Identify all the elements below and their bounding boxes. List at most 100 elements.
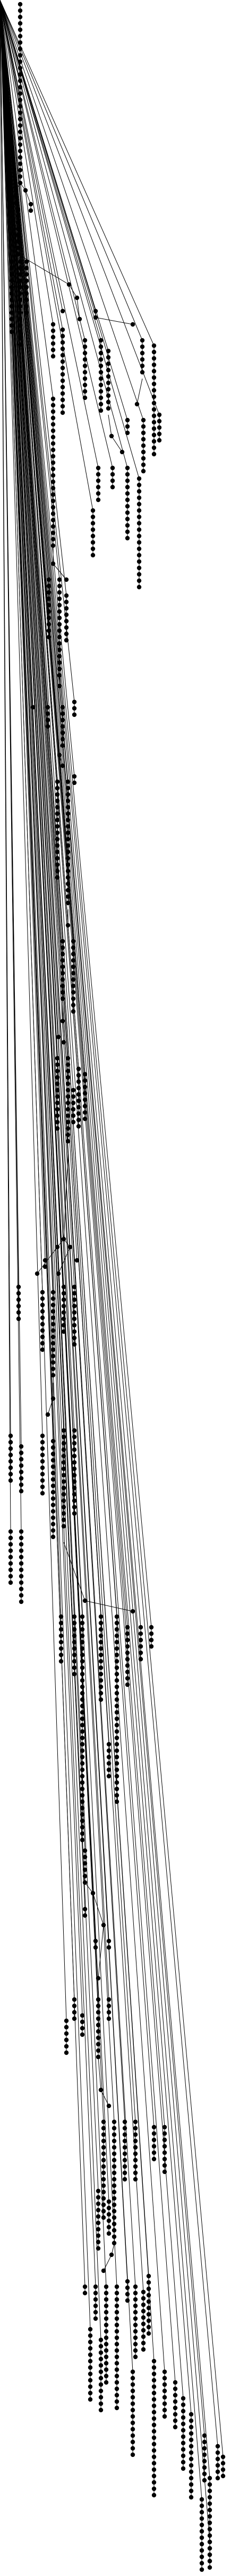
tree-edge (0, 0, 155, 2362)
tree-node (80, 2032, 85, 2037)
tree-node (40, 1471, 45, 1477)
tree-edge (0, 0, 136, 2122)
tree-node (50, 447, 56, 453)
tree-node (106, 393, 111, 398)
tree-node (141, 2315, 146, 2320)
tree-node (162, 2169, 167, 2174)
tree-node (114, 1722, 119, 1728)
tree-node (151, 343, 157, 348)
tree-edge (0, 0, 210, 2542)
tree-node (202, 2433, 207, 2438)
tree-node (50, 1515, 56, 1520)
tree-node (130, 2388, 135, 2394)
tree-node (65, 811, 71, 816)
tree-node (60, 743, 65, 748)
tree-node (50, 347, 56, 353)
tree-node (60, 327, 65, 332)
tree-node (72, 2003, 77, 2009)
tree-node (125, 1625, 130, 1630)
tree-node (96, 2239, 101, 2245)
tree-node (136, 501, 142, 507)
tree-node (55, 1068, 60, 1074)
tree-node (96, 2029, 101, 2034)
tree-node (125, 1657, 130, 1662)
tree-node (8, 1548, 13, 1553)
tree-node (125, 2298, 130, 2303)
tree-node (19, 1444, 24, 1449)
tree-node (80, 1659, 85, 1664)
tree-node (80, 1640, 85, 1645)
tree-node (80, 1786, 85, 1792)
tree-node (114, 1627, 119, 1632)
tree-node (151, 375, 157, 380)
tree-edge (0, 0, 83, 2016)
tree-node (202, 2478, 207, 2483)
tree-node (181, 2460, 186, 2465)
tree-node (93, 2284, 98, 2289)
tree-node (101, 1922, 106, 1928)
tree-node (114, 2367, 119, 2372)
tree-node (130, 2376, 135, 2381)
tree-node (72, 1453, 77, 1459)
tree-node (80, 1805, 85, 1811)
tree-node (18, 2, 23, 7)
tree-node (61, 1323, 66, 1328)
tree-node (93, 2290, 98, 2296)
tree-node (9, 329, 14, 334)
tree-node (151, 2493, 157, 2498)
tree-node (141, 449, 146, 455)
tree-node (80, 1627, 85, 1632)
tree-node (114, 1786, 119, 1792)
tree-node (72, 1284, 77, 1290)
tree-node (40, 1302, 45, 1308)
tree-node (60, 964, 65, 969)
tree-node (98, 350, 104, 356)
tree-node (50, 1477, 56, 1482)
tree-node (50, 511, 56, 516)
tree-node (136, 540, 142, 545)
tree-node (16, 1291, 21, 1296)
tree-edge (0, 0, 140, 479)
tree-node (106, 387, 111, 392)
tree-node (61, 1236, 66, 1242)
tree-node (189, 2437, 194, 2443)
tree-node (42, 1264, 48, 1269)
tree-node (82, 2290, 88, 2296)
tree-node (141, 2321, 146, 2327)
tree-node (146, 2331, 151, 2336)
tree-node (101, 2177, 106, 2182)
tree-node (162, 2137, 167, 2143)
tree-node (125, 1669, 130, 1675)
tree-node (189, 2431, 194, 2436)
tree-node (88, 2390, 93, 2396)
tree-node (130, 2427, 135, 2432)
tree-node (90, 1891, 96, 1896)
tree-node (151, 2371, 157, 2377)
tree-node (80, 2026, 85, 2031)
tree-node (199, 2561, 204, 2566)
tree-node (24, 278, 29, 283)
tree-node (50, 403, 56, 408)
tree-node (55, 862, 60, 867)
tree-node (19, 1593, 24, 1598)
tree-node (72, 1303, 77, 1309)
tree-node (114, 2373, 119, 2379)
tree-node (151, 2390, 157, 2396)
tree-node (82, 370, 88, 375)
tree-node (72, 1342, 77, 1347)
tree-node (19, 1450, 24, 1456)
tree-node (110, 478, 115, 483)
tree-edge (0, 0, 101, 2340)
tree-node (55, 1088, 60, 1093)
tree-node (65, 1100, 71, 1106)
tree-node (106, 2199, 112, 2204)
tree-node (140, 344, 145, 349)
tree-node (8, 1574, 13, 1579)
tree-node (96, 1976, 101, 1981)
tree-node (67, 1244, 73, 1250)
tree-node (136, 533, 142, 539)
tree-node (114, 1767, 119, 1772)
tree-node (72, 699, 77, 705)
tree-node (136, 527, 142, 532)
tree-node (141, 2302, 146, 2307)
